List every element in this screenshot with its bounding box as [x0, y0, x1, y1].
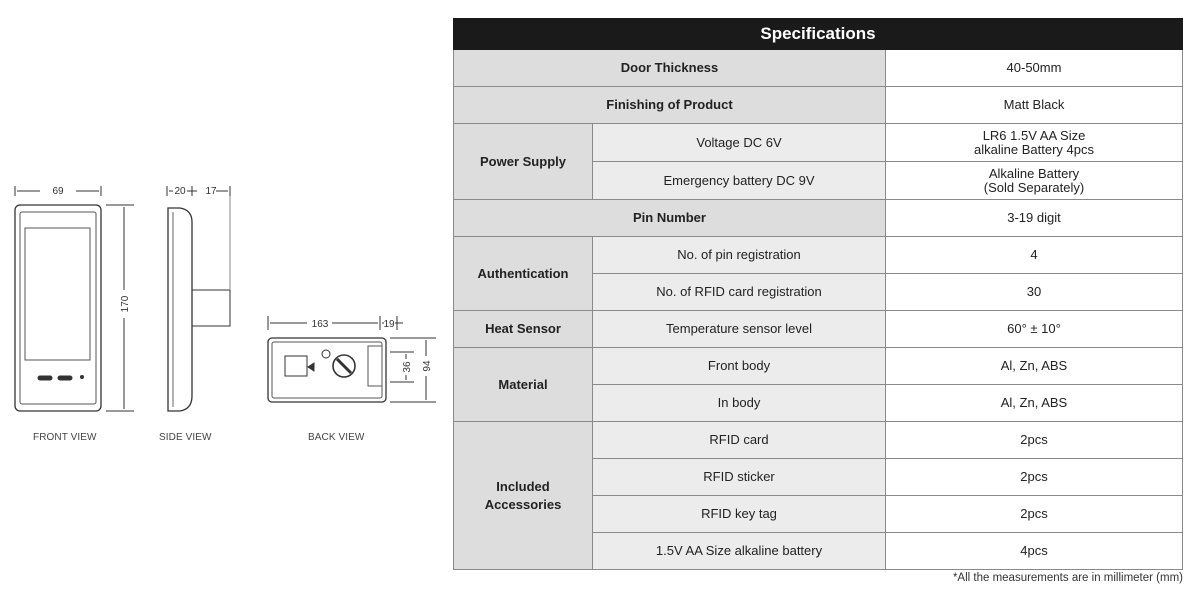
spec-item: RFID key tag	[592, 495, 886, 533]
table-row: Power Supply Voltage DC 6V LR6 1.5V AA S…	[453, 123, 1183, 200]
measurement-footnote: *All the measurements are in millimeter …	[952, 572, 1183, 584]
spec-value: LR6 1.5V AA Size alkaline Battery 4pcs	[885, 123, 1183, 162]
table-row: No. of RFID card registration 30	[454, 273, 1183, 311]
spec-item: Voltage DC 6V	[592, 123, 886, 162]
back-length-dim: 163	[312, 319, 329, 330]
table-row: Door Thickness 40-50mm	[453, 49, 1183, 87]
spec-value: 4	[885, 236, 1183, 274]
back-inner-dim: 36	[402, 361, 413, 373]
table-row: Heat Sensor Temperature sensor level 60°…	[453, 310, 1183, 348]
spec-value: Matt Black	[885, 86, 1183, 124]
spec-value: Al, Zn, ABS	[885, 347, 1183, 385]
table-title: Specifications	[453, 18, 1183, 50]
back-view-label: BACK VIEW	[308, 432, 365, 443]
side-view-label: SIDE VIEW	[159, 432, 212, 443]
spec-item: RFID card	[592, 421, 886, 459]
table-row: Material Front body Al, Zn, ABS	[453, 347, 1183, 422]
table-row: Finishing of Product Matt Black	[453, 86, 1183, 124]
spec-category-line: Accessories	[484, 496, 562, 512]
front-height-dim: 170	[120, 295, 131, 312]
table-row: Authentication No. of pin registration 4	[453, 236, 1183, 311]
spec-item: In body	[592, 384, 886, 422]
table-row: RFID sticker 2pcs	[454, 458, 1183, 496]
back-view-drawing	[267, 316, 436, 403]
table-row: RFID key tag 2pcs	[454, 495, 1183, 533]
table-row: In body Al, Zn, ABS	[454, 384, 1183, 422]
spec-value: 40-50mm	[885, 49, 1183, 87]
spec-category: Power Supply	[453, 123, 593, 200]
spec-value: 4pcs	[885, 532, 1183, 570]
spec-item: RFID sticker	[592, 458, 886, 496]
spec-item: 1.5V AA Size alkaline battery	[592, 532, 886, 570]
spec-category-line: Included	[496, 478, 550, 494]
table-row: Included Accessories RFID card 2pcs	[453, 421, 1183, 570]
spec-category: Included Accessories	[453, 421, 593, 570]
spec-value: 3-19 digit	[885, 199, 1183, 237]
spec-category: Door Thickness	[453, 49, 886, 87]
spec-value: 2pcs	[885, 495, 1183, 533]
specifications-table: Specifications Door Thickness 40-50mm Fi…	[453, 18, 1183, 570]
spec-value-line: alkaline Battery 4pcs	[974, 141, 1094, 157]
side-dim-b: 17	[205, 186, 217, 197]
spec-category: Pin Number	[453, 199, 886, 237]
spec-item: No. of RFID card registration	[592, 273, 886, 311]
spec-category: Authentication	[453, 236, 593, 311]
front-view-label: FRONT VIEW	[33, 432, 97, 443]
side-dim-a: 20	[174, 186, 186, 197]
spec-value: 30	[885, 273, 1183, 311]
side-view-drawing	[166, 186, 231, 412]
spec-value: 60° ± 10°	[885, 310, 1183, 348]
spec-item: Temperature sensor level	[592, 310, 886, 348]
spec-item: No. of pin registration	[592, 236, 886, 274]
spec-value-line: Alkaline Battery	[988, 165, 1080, 181]
table-header-row: Specifications	[453, 18, 1183, 50]
back-end-dim: 19	[383, 319, 395, 330]
dimension-drawing-svg: 69 170 20 17	[14, 186, 436, 412]
spec-value: Alkaline Battery (Sold Separately)	[885, 161, 1183, 200]
spec-category: Finishing of Product	[453, 86, 886, 124]
table-row: Pin Number 3-19 digit	[453, 199, 1183, 237]
front-view-drawing	[14, 186, 134, 412]
spec-value: 2pcs	[885, 421, 1183, 459]
front-width-dim: 69	[52, 186, 64, 197]
spec-category: Heat Sensor	[453, 310, 593, 348]
technical-drawings: 69 170 20 17	[0, 0, 450, 600]
spec-item: Emergency battery DC 9V	[592, 161, 886, 200]
table-row: 1.5V AA Size alkaline battery 4pcs	[454, 532, 1183, 570]
back-height-dim: 94	[422, 360, 433, 372]
spec-value-line: LR6 1.5V AA Size	[982, 127, 1086, 143]
spec-category: Material	[453, 347, 593, 422]
spec-value: 2pcs	[885, 458, 1183, 496]
spec-item: Front body	[592, 347, 886, 385]
spec-value-line: (Sold Separately)	[983, 179, 1085, 195]
spec-value: Al, Zn, ABS	[885, 384, 1183, 422]
